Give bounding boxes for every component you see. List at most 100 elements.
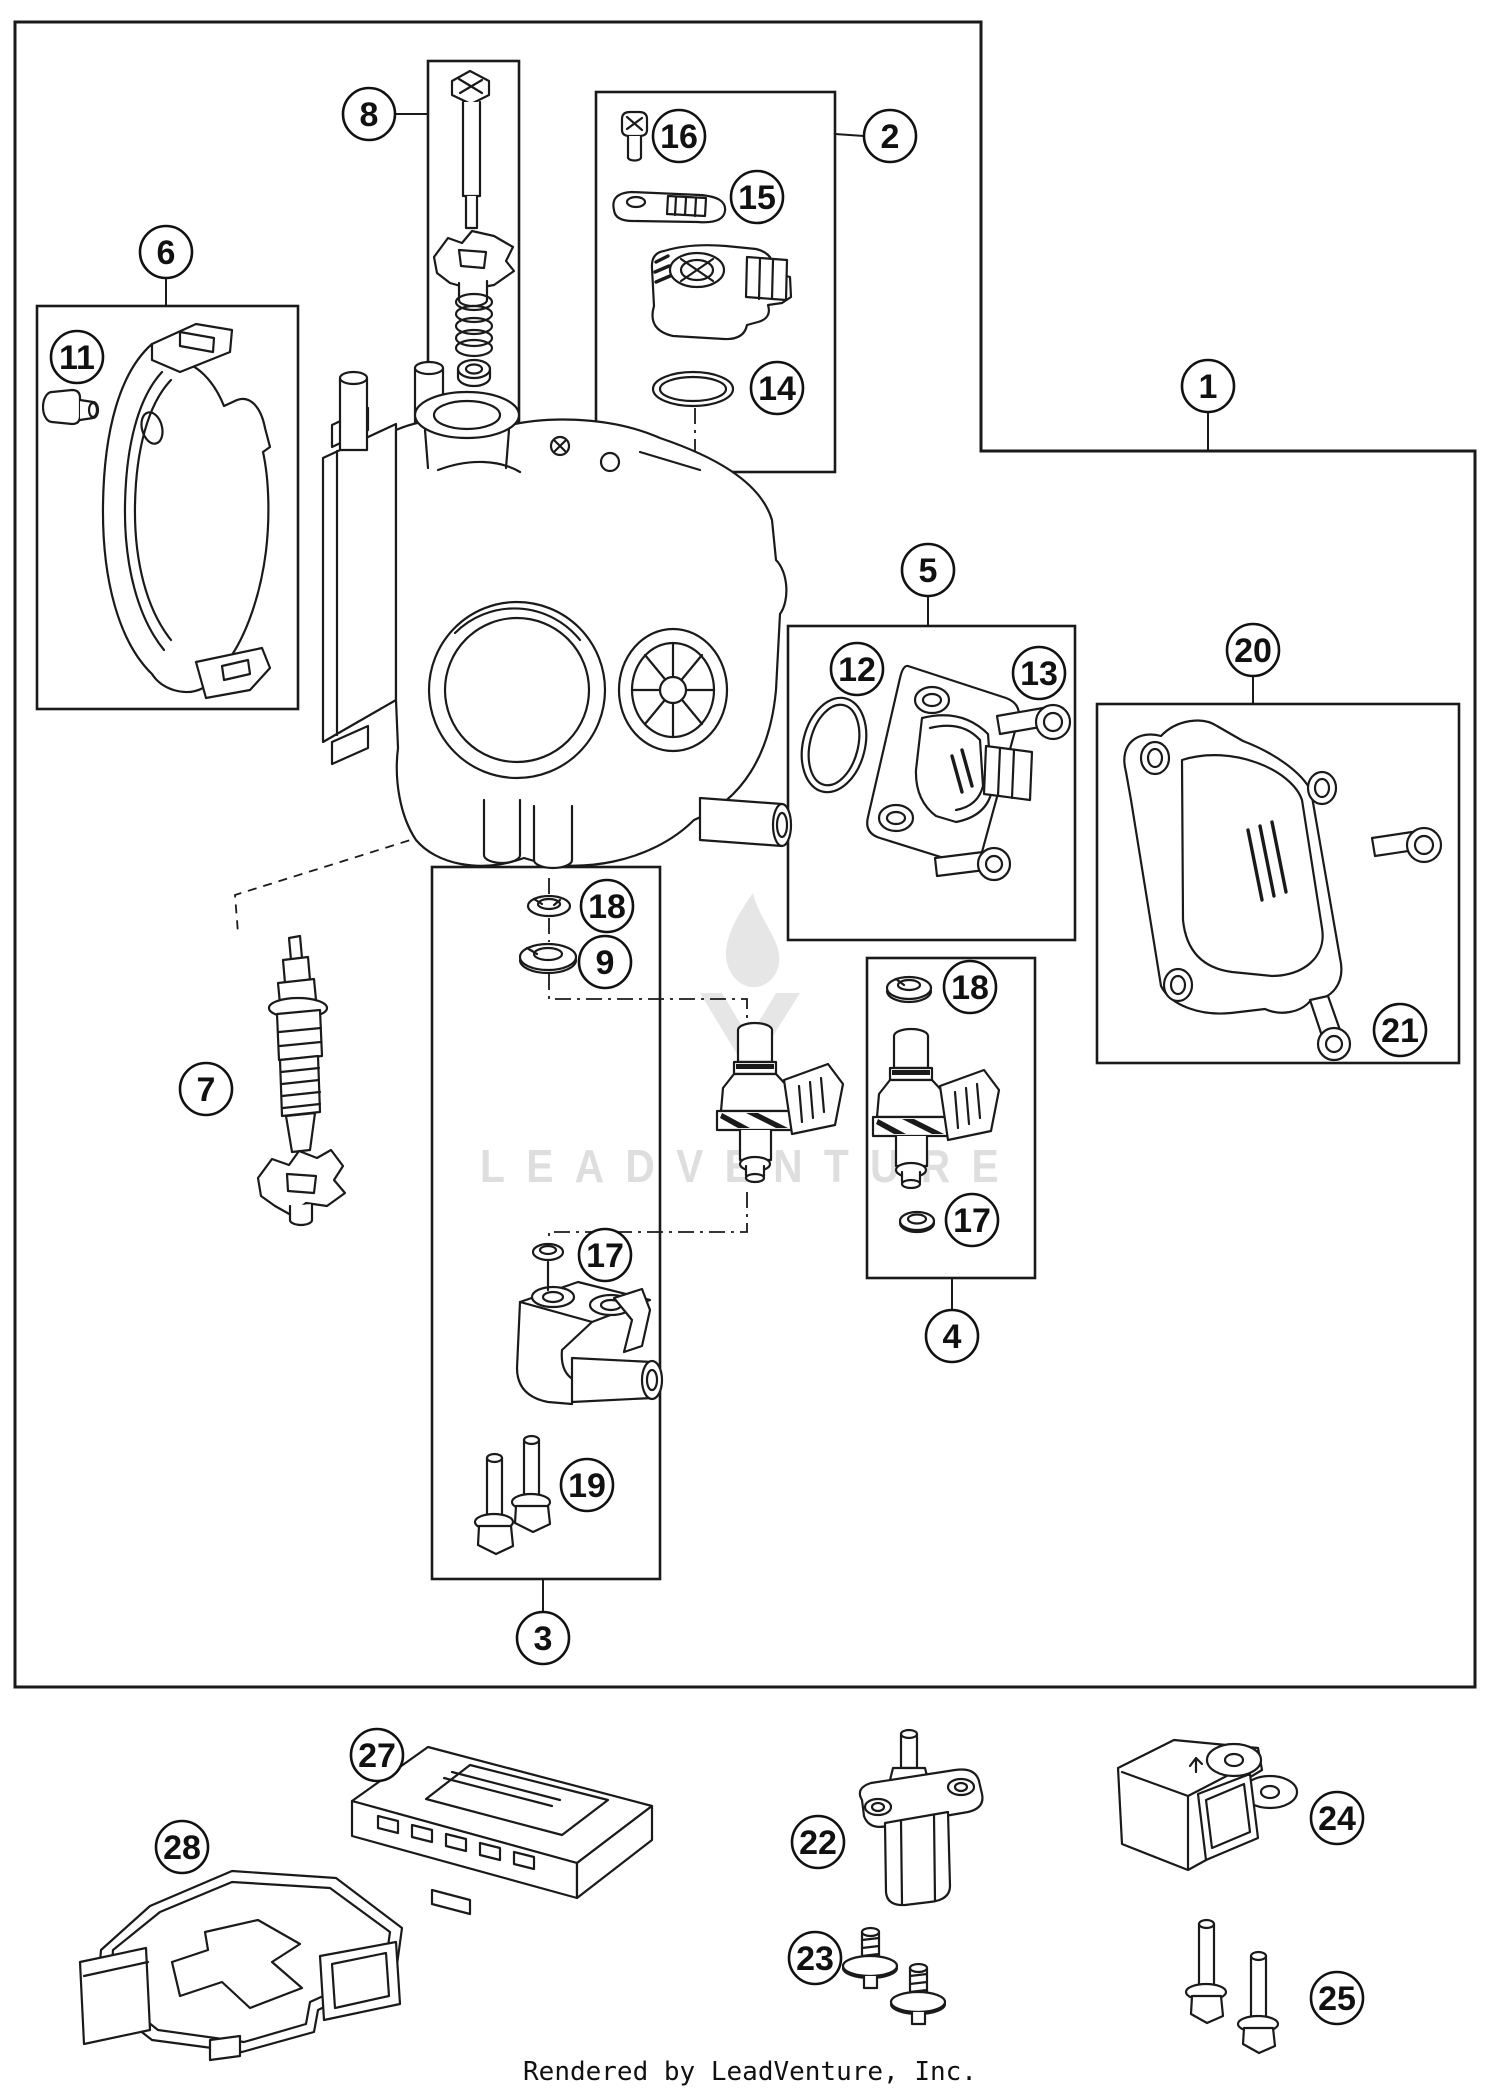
callout-18b-circle: [942, 959, 998, 1015]
callout-5-number: 5: [919, 552, 938, 590]
callout-25-number: 25: [1318, 1980, 1356, 2018]
callout-11-circle: [49, 329, 105, 385]
callout-7-number: 7: [197, 1071, 216, 1109]
callout-22-circle: [790, 1814, 846, 1870]
callout-3: 3: [515, 1579, 571, 1666]
callout-14-circle: [749, 360, 805, 416]
callout-15-number: 15: [738, 179, 776, 217]
cover-label-hatch: [1246, 820, 1288, 902]
clamp-hole: [140, 411, 164, 445]
callout-2-number: 2: [881, 118, 900, 156]
callout-23-number: 23: [796, 1940, 834, 1978]
lever-15-hole: [625, 195, 647, 209]
callout-5-circle: [900, 542, 956, 598]
throttle-body: [321, 360, 793, 870]
clamp-foot: [194, 646, 272, 700]
part-group-box-6: [35, 304, 300, 711]
callout-9: 9: [577, 934, 633, 990]
callout-17a: 17: [577, 1227, 633, 1283]
callout-4-circle: [924, 1308, 980, 1364]
sensor-connector: [744, 255, 789, 302]
bolts-19: [473, 1434, 552, 1556]
screws-13: [933, 703, 1072, 882]
callout-4-number: 4: [943, 1318, 962, 1356]
callout-20-number: 20: [1234, 632, 1272, 670]
body-left-plate: [321, 422, 398, 744]
v-logo-icon: [700, 993, 800, 1074]
callout-6-circle: [138, 224, 194, 280]
link-body-to-part7: [234, 825, 456, 934]
frame-layer: [13, 20, 1477, 1689]
clamp-outline: [101, 342, 272, 693]
bracket-left-foot: [78, 1946, 152, 2046]
callout-11: 11: [49, 329, 105, 385]
up-marking: [1188, 1756, 1204, 1774]
lock-nut-hole: [464, 363, 484, 375]
velocity-stack: [413, 390, 521, 440]
body-stub-2: [532, 804, 574, 870]
callout-22-number: 22: [799, 1824, 837, 1862]
callout-16-number: 16: [660, 118, 698, 156]
callout-24-number: 24: [1318, 1800, 1356, 1838]
callout-19-circle: [559, 1457, 615, 1513]
tps-kit: [800, 664, 1072, 882]
callout-14: 14: [749, 360, 805, 416]
ecu-pins: [376, 1814, 536, 1871]
callout-23-circle: [787, 1930, 843, 1986]
tps-connector: [982, 744, 1034, 802]
sensor-cover-kit: [1123, 719, 1443, 1062]
callout-8-number: 8: [360, 96, 379, 134]
callout-5: 5: [900, 542, 956, 626]
screws-21: [1308, 826, 1443, 1062]
callout-14-number: 14: [758, 370, 796, 408]
callout-25-circle: [1309, 1970, 1365, 2026]
callout-18b-number: 18: [951, 969, 989, 1007]
callout-17b-circle: [944, 1192, 1000, 1248]
bolt-tip: [464, 194, 479, 230]
ecu: [350, 1745, 654, 1916]
star-knob-hub: [457, 248, 488, 270]
lock-nut-side: [456, 367, 492, 388]
cover-dome: [1180, 754, 1324, 978]
callout-3-number: 3: [534, 1620, 553, 1658]
callout-21-number: 21: [1381, 1012, 1419, 1050]
parts-artwork: [41, 69, 1443, 2062]
bore-ring-inner: [443, 616, 591, 764]
injector-seal-18: [526, 894, 572, 918]
spring-washer-9: [518, 942, 578, 975]
callout-11-number: 11: [59, 339, 95, 377]
body-stub-1: [482, 798, 522, 865]
callout-2-circle: [862, 108, 918, 164]
callout-17a-number: 17: [586, 1237, 624, 1275]
footer-credit: Rendered by LeadVenture, Inc.: [523, 2057, 977, 2087]
callout-19-number: 19: [568, 1467, 606, 1505]
callout-2-leader: [834, 133, 865, 137]
callout-27-number: 27: [358, 1737, 396, 1775]
link-seal9-to-injector-a: [548, 974, 748, 1026]
spring: [454, 292, 494, 358]
sensor-22-body: [883, 1810, 952, 1907]
callout-20: 20: [1225, 622, 1281, 704]
callout-7-circle: [178, 1061, 234, 1117]
callout-13: 13: [1011, 645, 1067, 701]
lock-nut: [456, 358, 492, 380]
callout-16: 16: [651, 108, 707, 164]
injector-kit-seals: [885, 975, 936, 1234]
callout-6-number: 6: [157, 234, 176, 272]
callout-6: 6: [138, 224, 194, 306]
screw-16-shaft: [626, 134, 643, 162]
idle-adjuster-screw: [256, 934, 347, 1227]
callout-24: 24: [1309, 1790, 1365, 1846]
callout-12-circle: [829, 641, 885, 697]
body-outlet-pipe: [698, 796, 784, 848]
callout-1: 1: [1180, 358, 1236, 451]
callout-23: 23: [787, 1930, 843, 1986]
callout-15-circle: [729, 169, 785, 225]
flange-clip: [612, 1287, 652, 1354]
sensor-22: [858, 1728, 984, 1907]
callout-9-number: 9: [596, 944, 615, 982]
plug-11-body: [50, 388, 82, 426]
callout-27-circle: [349, 1727, 405, 1783]
